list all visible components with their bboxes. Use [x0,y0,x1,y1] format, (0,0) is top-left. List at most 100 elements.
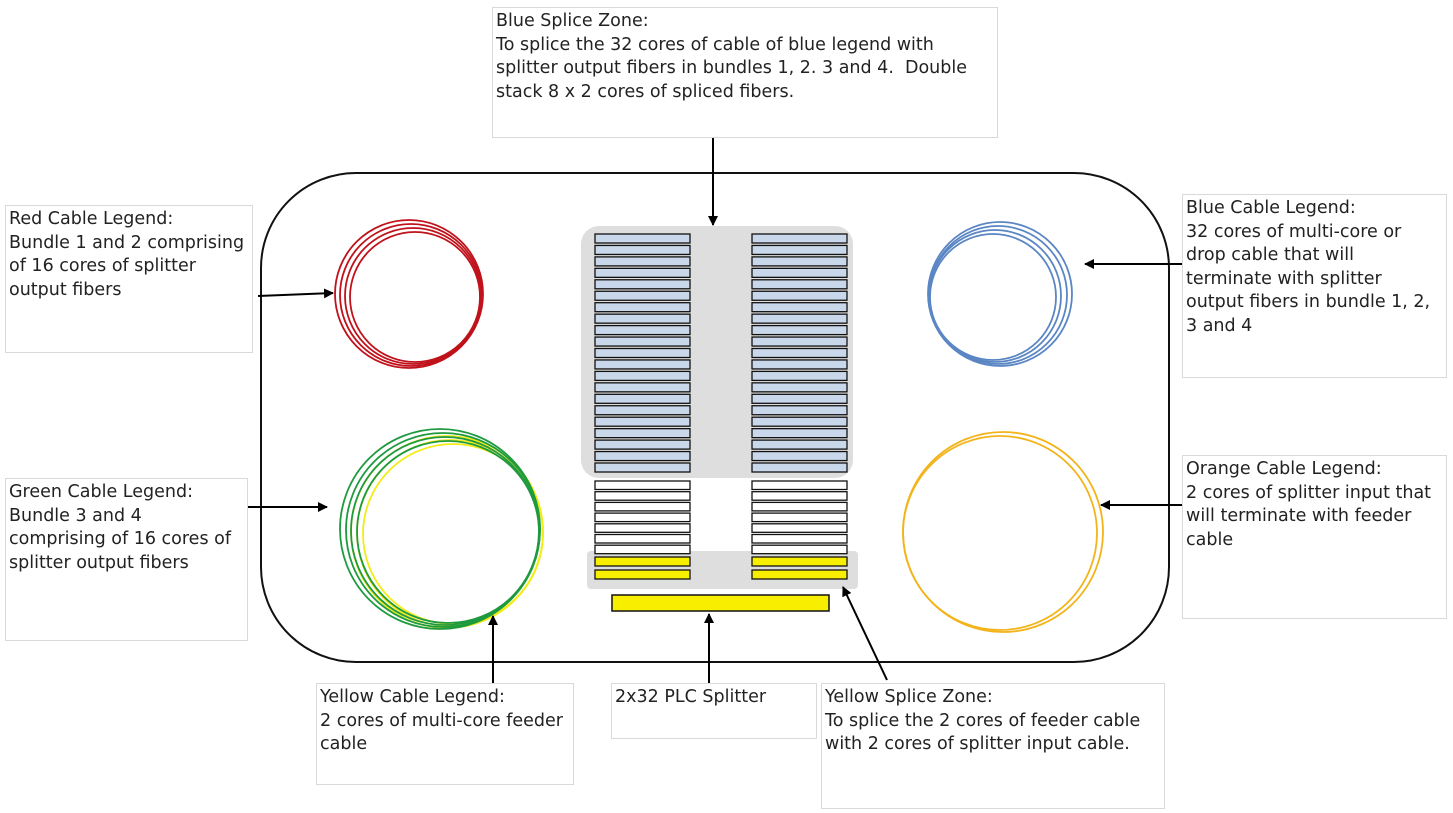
blue-splice-slot-right-1 [751,233,848,244]
empty-splice-slot-left-6 [594,533,691,544]
red-cable-legend-callout: Red Cable Legend: Bundle 1 and 2 compris… [5,205,253,353]
blue-splice-slot-left-9 [594,324,691,336]
blue-splice-slot-right-6 [751,290,848,301]
blue-splice-slot-right-15 [751,393,848,404]
blue-splice-slot-right-17 [751,416,848,427]
blue-splice-slot-right-4 [751,267,848,279]
red-cable-legend-title: Red Cable Legend: [9,209,174,229]
blue-splice-slot-right-8 [751,313,848,324]
blue-splice-slot-right-20 [751,450,848,462]
red-cable-coil-loop-1 [334,219,484,369]
blue-splice-slot-left-20 [594,450,691,462]
blue-splice-slot-right-18 [751,427,848,439]
red-cable-legend-text: Bundle 1 and 2 comprising of 16 cores of… [9,232,250,300]
green-cable-coil-loop-4 [356,440,540,624]
green-cable-legend-callout: Green Cable Legend: Bundle 3 and 4 compr… [5,478,248,641]
blue-splice-zone-callout: Blue Splice Zone: To splice the 32 cores… [492,7,998,138]
callout-arrows [247,138,1183,688]
blue-splice-slot-right-21 [751,462,848,473]
empty-splice-slot-right-3 [751,501,848,512]
splice-tray-outline [260,172,1170,663]
blue-splice-slot-right-10 [751,336,848,347]
blue-splice-slot-left-14 [594,382,691,393]
empty-splice-slot-left-5 [594,523,691,533]
blue-splice-slot-left-16 [594,405,691,416]
blue-splice-slot-right-12 [751,359,848,370]
orange-cable-legend-callout: Orange Cable Legend: 2 cores of splitter… [1182,455,1447,619]
blue-splice-slot-right-16 [751,405,848,416]
blue-splice-slot-right-13 [751,370,848,382]
blue-cable-coil-loop-1 [927,221,1073,367]
blue-splice-slot-left-21 [594,462,691,473]
yellow-splice-slot-right-2 [751,569,848,580]
plc-splitter-label: 2x32 PLC Splitter [615,687,767,707]
orange-cable-legend-title: Orange Cable Legend: [1186,459,1382,479]
blue-splice-slot-left-8 [594,313,691,324]
blue-splice-slot-left-19 [594,439,691,450]
blue-splice-slot-right-7 [751,302,848,313]
yellow-splice-zone-callout: Yellow Splice Zone: To splice the 2 core… [821,683,1165,809]
yellow-splice-slot-left-2 [594,569,691,580]
blue-splice-slot-right-2 [751,244,848,256]
blue-splice-slot-right-14 [751,382,848,393]
empty-splice-slot-right-2 [751,491,848,501]
blue-splice-slot-left-15 [594,393,691,404]
blue-splice-slot-left-4 [594,267,691,279]
empty-splice-slot-right-7 [751,544,848,555]
empty-splice-slot-left-7 [594,544,691,555]
blue-splice-slot-left-3 [594,256,691,267]
plc-splitter-callout: 2x32 PLC Splitter [611,683,817,739]
arrow-yellow-splice-zone [842,586,888,681]
blue-cable-coil-loop-3 [928,229,1062,363]
plc-splitter-body [611,594,830,612]
blue-cable-legend-callout: Blue Cable Legend: 32 cores of multi-cor… [1182,194,1447,378]
blue-cable-legend-title: Blue Cable Legend: [1186,198,1356,218]
yellow-splice-zone-title: Yellow Splice Zone: [825,687,993,707]
empty-splice-slot-right-6 [751,533,848,544]
yellow-cable-legend-callout: Yellow Cable Legend: 2 cores of multi-co… [316,683,574,785]
blue-splice-slot-left-12 [594,359,691,370]
yellow-cable-legend-text: 2 cores of multi-core feeder cable [320,710,569,755]
empty-splice-slot-left-3 [594,501,691,512]
blue-splice-zone-title: Blue Splice Zone: [496,11,649,31]
green-cable-legend-text: Bundle 3 and 4 comprising of 16 cores of… [9,505,237,573]
blue-splice-slot-left-6 [594,290,691,301]
arrow-red-cable-legend [257,288,334,299]
fiber-coils [334,219,1104,633]
red-cable-coil-loop-2 [339,223,483,367]
empty-splice-slot-right-1 [751,480,848,491]
blue-splice-slot-left-5 [594,279,691,290]
blue-cable-legend-text: 32 cores of multi-core or drop cable tha… [1186,221,1436,336]
splice-slots [594,233,848,580]
yellow-splice-slot-left-1 [594,556,691,567]
blue-splice-slot-left-18 [594,427,691,439]
blue-cable-coil-loop-4 [929,233,1057,361]
blue-splice-zone-text: To splice the 32 cores of cable of blue … [496,34,973,102]
blue-splice-slot-right-9 [751,324,848,336]
blue-splice-slot-right-5 [751,279,848,290]
yellow-cable-legend-title: Yellow Cable Legend: [320,687,505,707]
blue-splice-slot-left-2 [594,244,691,256]
blue-splice-slot-left-1 [594,233,691,244]
blue-splice-slot-left-17 [594,416,691,427]
empty-splice-slot-left-1 [594,480,691,491]
green-cable-legend-title: Green Cable Legend: [9,482,193,502]
empty-splice-slot-right-4 [751,512,848,523]
empty-splice-slot-left-4 [594,512,691,523]
blue-splice-slot-left-11 [594,347,691,359]
empty-splice-slot-right-5 [751,523,848,533]
blue-splice-slot-right-11 [751,347,848,359]
green-cable-coil-loop-2 [345,432,541,628]
yellow-splice-zone-text: To splice the 2 cores of feeder cable wi… [825,710,1146,755]
red-cable-coil-loop-4 [349,231,481,363]
empty-splice-slot-left-2 [594,491,691,501]
blue-splice-slot-left-13 [594,370,691,382]
blue-splice-slot-left-7 [594,302,691,313]
blue-splice-slot-right-19 [751,439,848,450]
blue-splice-slot-right-3 [751,256,848,267]
orange-cable-coil-loop-2 [902,435,1098,631]
red-cable-coil-loop-3 [344,227,482,365]
yellow-splice-slot-right-1 [751,556,848,567]
blue-splice-slot-left-10 [594,336,691,347]
